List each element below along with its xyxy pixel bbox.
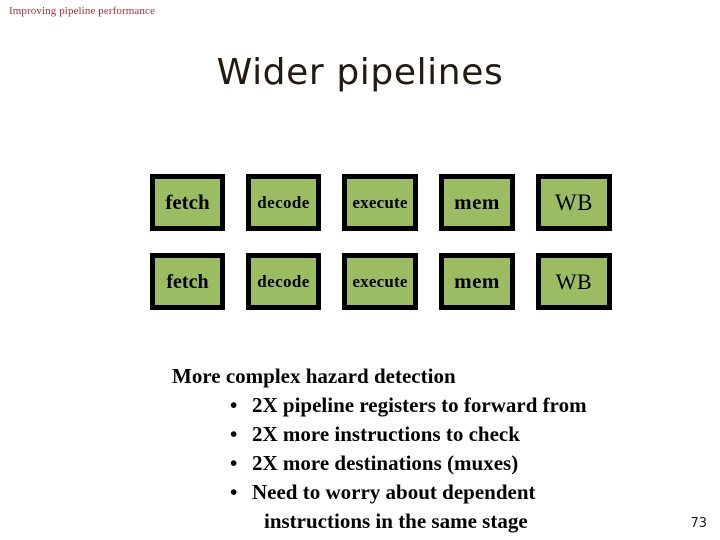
stage-box-mem-row2: mem: [439, 253, 515, 310]
slide-kicker: Improving pipeline performance: [9, 5, 155, 17]
slide-page-number: 73: [690, 516, 707, 531]
bullet-item-4-continuation: instructions in the same stage: [264, 509, 528, 533]
bullet-item-4-label: Need to worry about dependent: [252, 480, 536, 504]
page-title: Wider pipelines: [216, 52, 504, 93]
pipeline-row-1: fetch decode execute mem WB: [150, 174, 612, 231]
stage-box-fetch-row2: fetch: [150, 253, 225, 310]
stage-box-wb-row1: WB: [536, 174, 612, 231]
stage-box-mem-row1: mem: [439, 174, 515, 231]
body-lead-line: More complex hazard detection: [172, 364, 456, 388]
bullet-item-2-label: 2X more instructions to check: [252, 422, 520, 446]
stage-box-execute-row1: execute: [342, 174, 418, 231]
body-text: More complex hazard detection •2X pipeli…: [0, 362, 720, 536]
pipeline-row-2: fetch decode execute mem WB: [150, 253, 612, 310]
bullet-item-3-label: 2X more destinations (muxes): [252, 451, 519, 475]
stage-box-decode-row2: decode: [246, 253, 321, 310]
stage-box-fetch-row1: fetch: [150, 174, 225, 231]
bullet-item-3: •2X more destinations (muxes): [230, 451, 519, 475]
stage-box-execute-row2: execute: [342, 253, 418, 310]
stage-box-wb-row2: WB: [536, 253, 612, 310]
stage-box-decode-row1: decode: [246, 174, 321, 231]
bullet-item-4: •Need to worry about dependent: [230, 480, 536, 504]
bullet-item-1-label: 2X pipeline registers to forward from: [252, 393, 587, 417]
pipeline-diagram: fetch decode execute mem WB fetch decode…: [150, 174, 612, 310]
bullet-item-2: •2X more instructions to check: [230, 422, 520, 446]
bullet-item-1: •2X pipeline registers to forward from: [230, 393, 587, 417]
